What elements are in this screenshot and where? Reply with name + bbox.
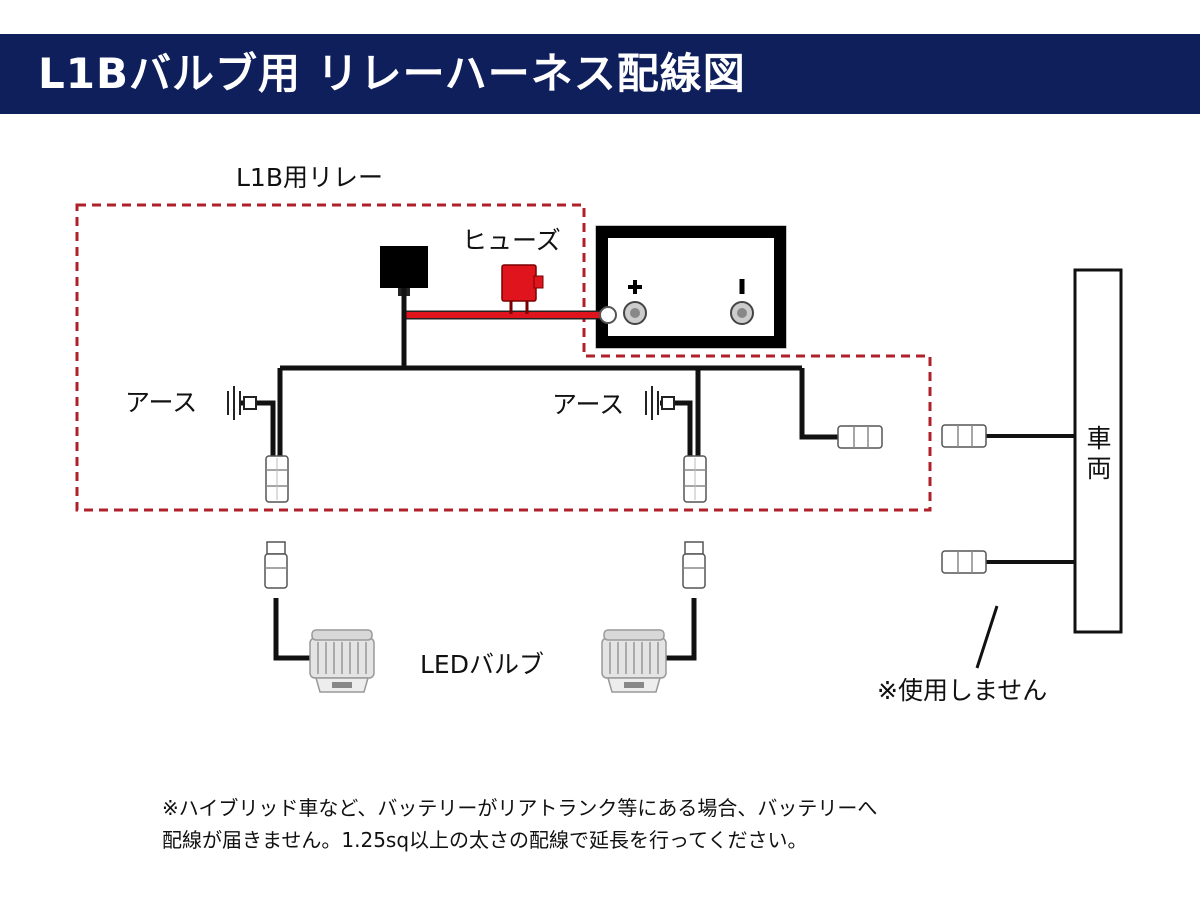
footnote-line-1: ※ハイブリッド車など、バッテリーがリアトランク等にある場合、バッテリーへ	[162, 796, 878, 820]
vehicle-label: 車両	[1086, 424, 1112, 483]
relay-boundary	[75, 203, 932, 512]
vehicle-harness	[984, 434, 1075, 564]
fuse-label: ヒューズ	[462, 226, 561, 255]
relay-unit	[380, 246, 428, 288]
battery-negative-terminal	[730, 279, 754, 325]
header-banner: L1Bバルブ用 リレーハーネス配線図	[0, 34, 1200, 114]
battery-positive-terminal	[623, 280, 647, 325]
relay-connector-right	[683, 455, 707, 503]
relay-connector-left	[265, 455, 289, 503]
led-bulb-left-wiring	[273, 598, 312, 661]
not-used-pointer	[975, 605, 999, 669]
battery	[595, 225, 787, 349]
earth-label-right: アース	[552, 390, 625, 419]
not-used-label: ※使用しません	[877, 676, 1048, 705]
relay-vehicle-connector	[837, 425, 883, 449]
fuse	[501, 264, 544, 314]
vehicle-block	[1073, 268, 1123, 634]
led-bulb-right	[601, 629, 667, 693]
relay-label: L1B用リレー	[236, 163, 383, 192]
footnote-line-2: 配線が届きません。1.25sq以上の太さの配線で延長を行ってください。	[162, 828, 808, 852]
ring-terminal	[599, 306, 617, 324]
bulb-connector-right	[682, 541, 706, 589]
bulb-connector-left	[264, 541, 288, 589]
vehicle-connector-2	[941, 550, 987, 574]
vehicle-connector-1	[941, 424, 987, 448]
led-bulb-label: LEDバルブ	[420, 650, 544, 679]
page-title: L1Bバルブ用 リレーハーネス配線図	[38, 49, 746, 98]
footnote: ※ハイブリッド車など、バッテリーがリアトランク等にある場合、バッテリーへ 配線が…	[162, 792, 1062, 856]
led-bulb-right-wiring	[666, 598, 697, 661]
positive-wire	[404, 306, 617, 324]
led-bulb-left	[309, 629, 375, 693]
earth-label-left: アース	[125, 388, 198, 417]
